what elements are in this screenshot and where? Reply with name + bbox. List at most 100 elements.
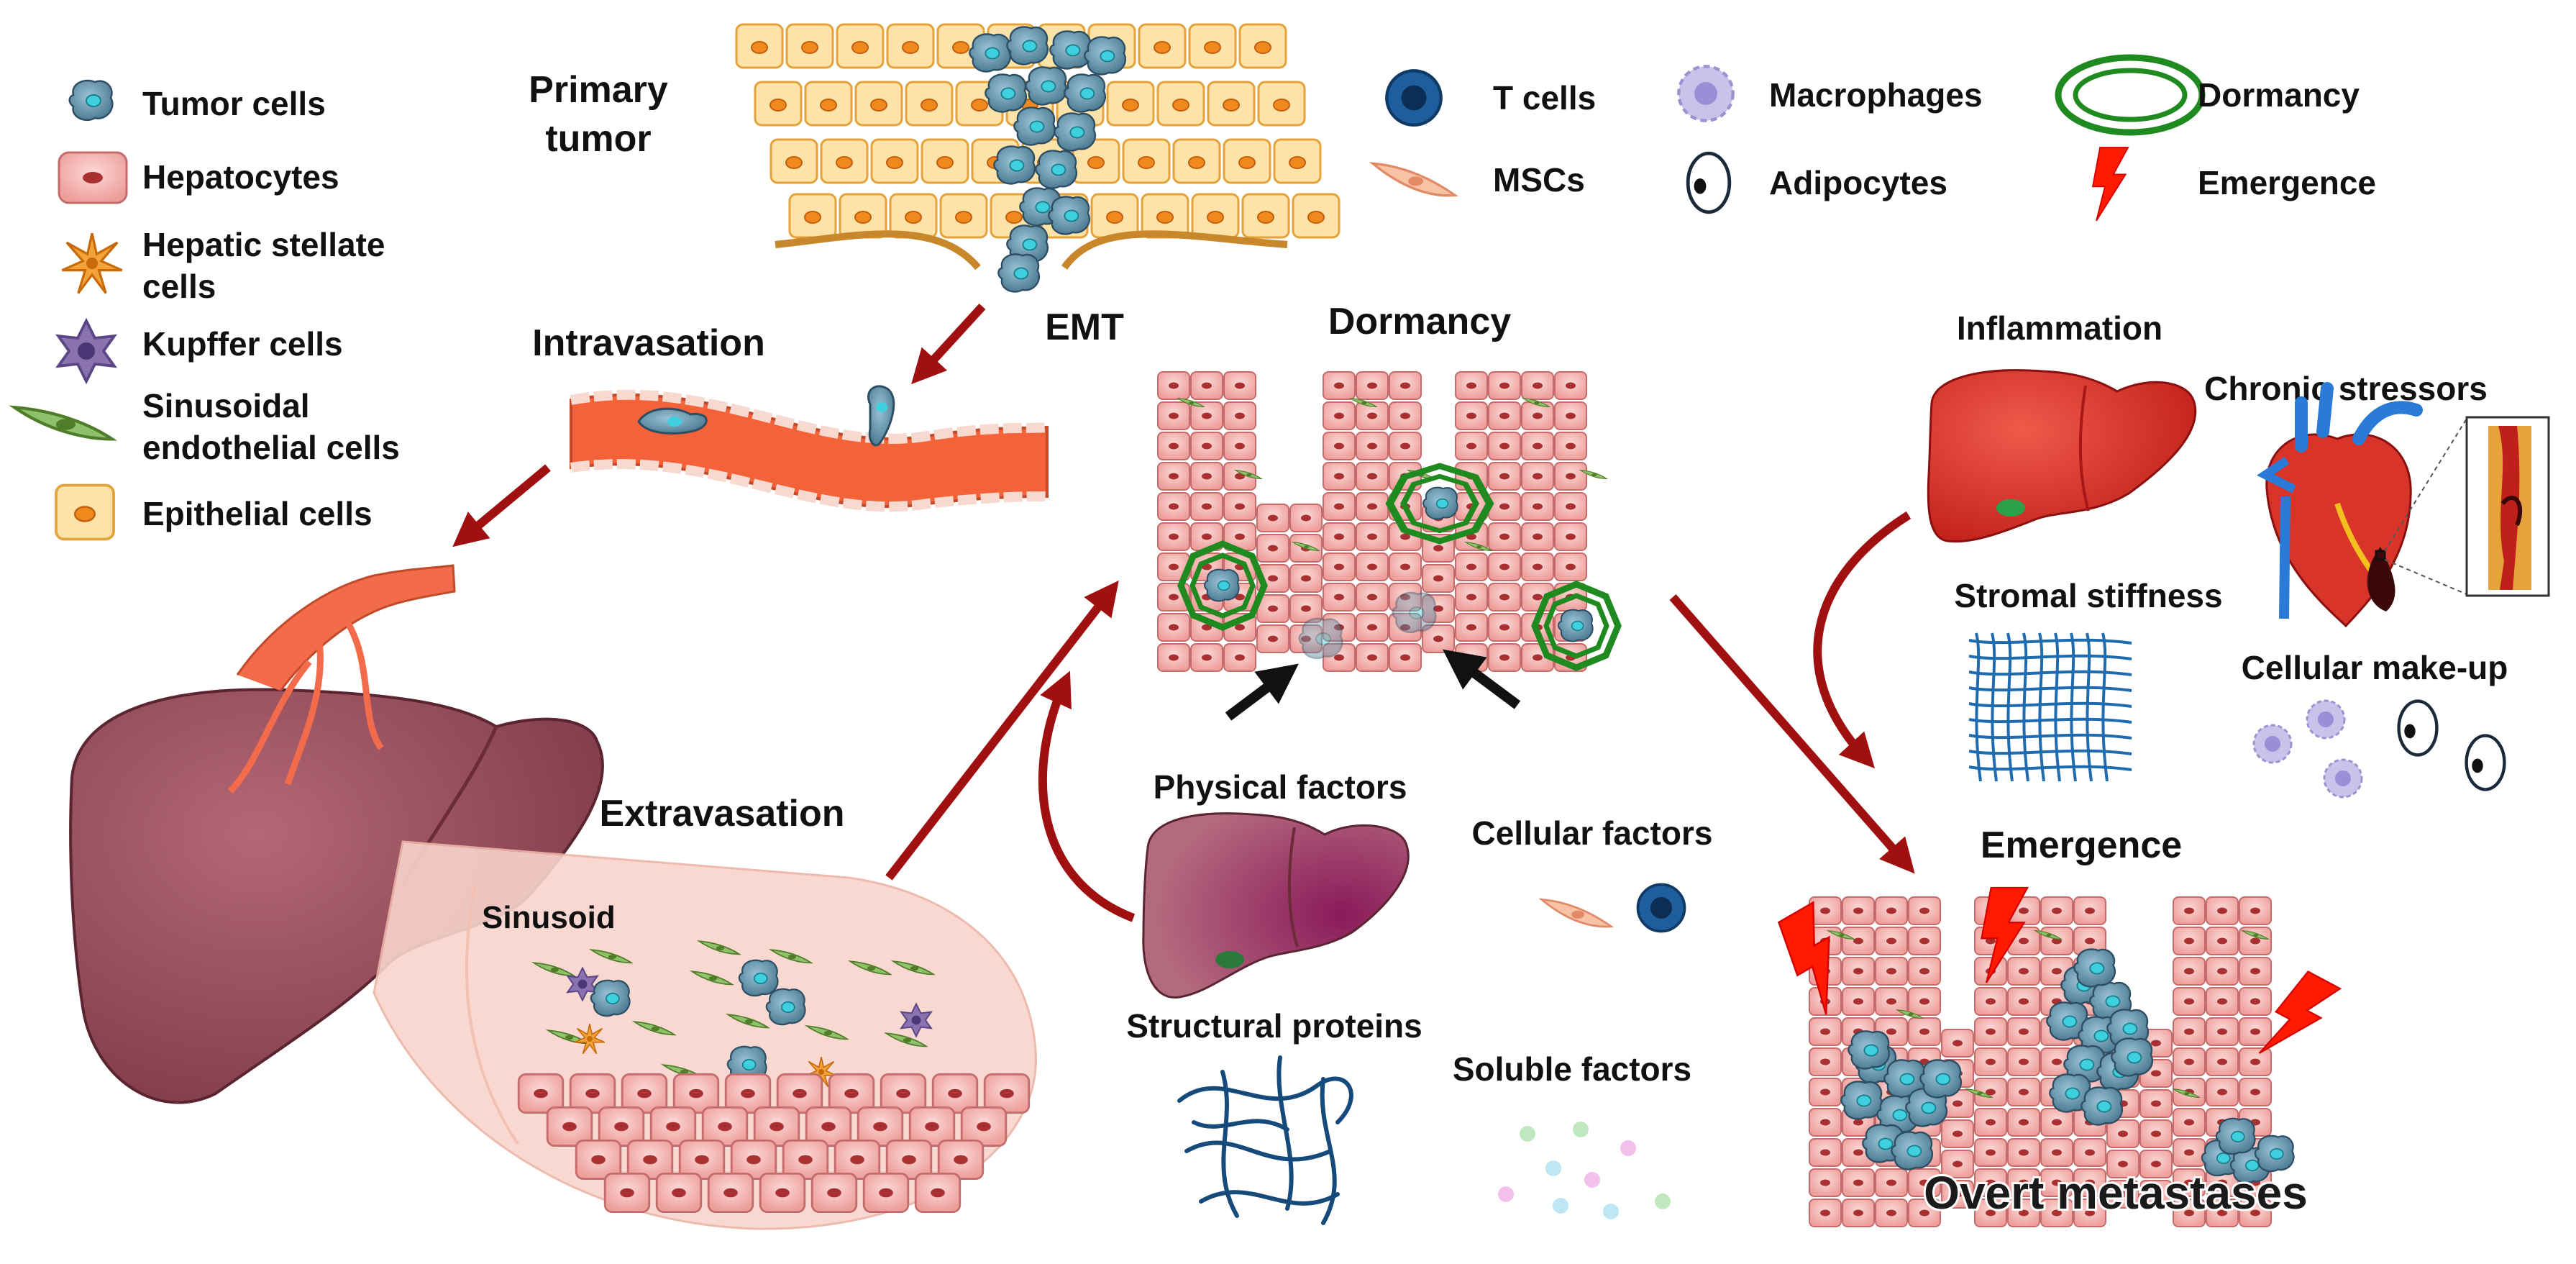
hepatocyte [1521,432,1554,460]
tumor-cell [1919,1059,1963,1099]
stiff-mesh-icon [1968,632,2132,782]
hepatocyte [1488,492,1521,521]
legend-label-kupffer: Kupffer cells [142,325,343,363]
epithelial-cell [1138,23,1187,69]
hepatocyte [1875,927,1908,955]
structural-proteins-label: Structural proteins [1126,1007,1422,1045]
hepatocyte [2239,1017,2272,1046]
stromal-stiffness-label: Stromal stiffness [1954,577,2222,614]
hepatocyte [1809,1199,1842,1227]
mesh-strand [1968,701,2132,708]
hepatocyte [2239,987,2272,1016]
macrophage-icon [2252,724,2293,764]
epithelial-cell [886,23,935,69]
emt-label: EMT [1045,306,1124,348]
tumor-cell [2111,1037,2154,1077]
endothelial-cell-icon [14,407,112,439]
hepatocyte [1356,522,1389,551]
arrow-extravasation-to-dormancy [885,580,1119,881]
hepatocyte [1455,432,1488,460]
migrating-tumor-cell [637,407,708,435]
hepatocyte [2239,896,2272,925]
epithelial-cell [804,81,853,127]
liver-physical-icon [1142,812,1410,999]
hepatocyte [2173,927,2206,955]
hepatocyte [1488,462,1521,491]
epithelial-cell [1292,193,1340,239]
hepatocyte [1356,462,1389,491]
lightning-icon [2092,147,2129,222]
hepatocyte [1554,371,1587,400]
hepatocyte [1875,1168,1908,1197]
hepatocyte [2073,1138,2106,1167]
hepatocyte [2206,896,2239,925]
hepatocyte [1190,643,1223,672]
dormancy-label: Dormancy [1328,301,1511,342]
heart-icon [2257,382,2467,628]
hepatocyte [1941,1029,1974,1058]
legend-label-macrophages: Macrophages [1769,76,1983,114]
svg-text:tumor: tumor [545,118,651,160]
flow-arrows [452,303,1915,922]
hepatocyte [1323,492,1356,521]
tumor-cell [1064,73,1107,113]
dormant-tumor-cell [1422,486,1458,520]
hepatocyte [2206,1078,2239,1106]
hepatocyte [1323,371,1356,400]
intravasation-label: Intravasation [532,322,765,364]
hepatocyte [1157,462,1190,491]
epithelial-cell [1223,138,1271,184]
hepatocyte [2040,896,2073,925]
tumor-cell [1025,66,1068,106]
artery-inset [2465,416,2550,597]
tumor-cell [1049,30,1092,70]
hepatocyte [1521,492,1554,521]
hepatocyte [1488,553,1521,581]
dormancy-ring-icon [2055,54,2206,136]
hepatocyte [1455,583,1488,611]
hepatocyte [655,1173,703,1213]
legend-label-tumor: Tumor cells [142,85,326,122]
chronic-stressors-label: Chronic stressors [2204,370,2488,407]
epithelial-cell [1172,138,1221,184]
hepatocyte [1323,432,1356,460]
mesh-strand [2070,632,2077,782]
legend-label-stellate-2: cells [142,268,216,305]
epithelial-cell [854,81,903,127]
soluble-factors-dots [1498,1122,1671,1219]
epithelial-cell [1090,193,1139,239]
tumor-cell [2081,1086,2124,1126]
macrophage-icon [2323,758,2363,799]
msc-icon [1540,899,1612,928]
hepatocyte [1389,371,1422,400]
hepatocyte [1157,432,1190,460]
hepatocyte [1974,987,2007,1016]
mesh-strand [2022,632,2029,782]
extravasation-label: Extravasation [599,793,844,835]
adipocyte-icon [2467,736,2505,790]
hepatocyte [2173,1047,2206,1076]
hepatocyte [1223,401,1256,430]
epithelial-cell [1273,138,1322,184]
hepatocyte [1223,432,1256,460]
hepatocyte [603,1173,651,1213]
epithelial-cell [1241,193,1290,239]
tumor-cell [1048,196,1091,235]
hepatocyte [1157,522,1190,551]
hepatocyte [1157,371,1190,400]
hepatocyte [1974,1108,2007,1137]
hepatocyte [2007,1017,2040,1046]
hepatocyte [2106,1119,2139,1148]
hepatocyte [2173,1108,2206,1137]
epithelial-cell [785,23,834,69]
hepatocyte [1157,401,1190,430]
tumor-cell [590,979,631,1017]
soluble-factors-label: Soluble factors [1453,1050,1691,1088]
hepatocyte [1455,613,1488,642]
hepatocyte [2040,927,2073,955]
epithelial-cell [870,138,919,184]
hepatocyte [1488,583,1521,611]
hepatocyte [1842,927,1875,955]
hepatocyte [1809,1047,1842,1076]
arrow-factors-to-dormancy [1038,670,1136,922]
